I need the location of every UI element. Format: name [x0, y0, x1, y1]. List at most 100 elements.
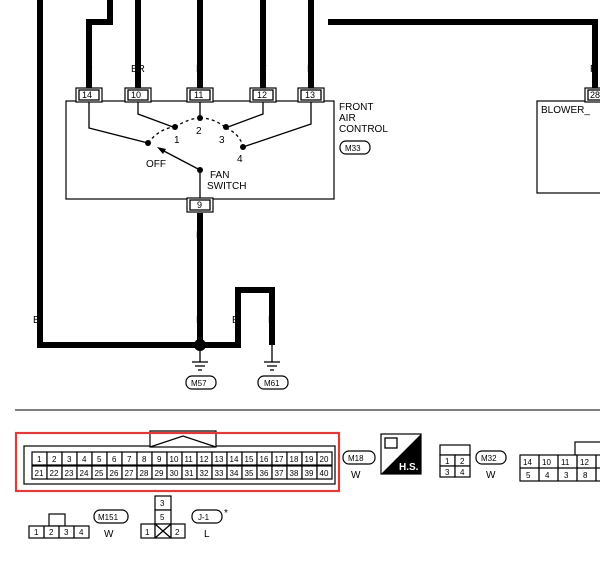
ground-m57: M57 — [185, 339, 217, 390]
m18-pin-label: 39 — [305, 469, 314, 478]
m18-pin-label: 29 — [155, 469, 164, 478]
m18-pin-label: 14 — [230, 455, 239, 464]
m151-pin-1: 1 — [34, 528, 39, 537]
connector-m18-color: W — [351, 470, 361, 481]
label-p-right: P — [590, 64, 597, 75]
connector-j1: 3 5 1 2 J-1 * L — [140, 495, 228, 540]
ground-m57-label: M57 — [191, 379, 207, 388]
m18-pin-label: 32 — [200, 469, 209, 478]
m18-pin-label: 26 — [110, 469, 119, 478]
m32-pin-4: 4 — [460, 468, 465, 477]
m18-pin-cell — [316, 451, 333, 466]
svg-text:12: 12 — [257, 90, 267, 100]
m18-pin-label: 36 — [260, 469, 269, 478]
partial-pin-r1-2: 11 — [561, 458, 570, 467]
connector-m18-id: M18 — [348, 454, 364, 463]
connector-m32-color: W — [486, 470, 496, 481]
component-name-1: FRONT — [339, 102, 373, 113]
m18-pin-cell — [316, 465, 333, 480]
front-air-control: 14 10 11 12 13 9 — [65, 87, 388, 213]
m18-pin-label: 6 — [112, 455, 117, 464]
ground-m61-label: M61 — [264, 379, 280, 388]
connector-m32: 1 2 3 4 M32 W — [439, 444, 507, 481]
m32-pin-1: 1 — [445, 457, 450, 466]
m18-pin-label: 35 — [245, 469, 254, 478]
connector-m32-id: M32 — [481, 454, 497, 463]
pin-10: 10 — [124, 87, 152, 103]
m18-pin-label: 25 — [95, 469, 104, 478]
wire-b-branch — [200, 287, 275, 348]
m18-pin-label: 16 — [260, 455, 269, 464]
m18-pin-label: 7 — [127, 455, 132, 464]
component-name-3: CONTROL — [339, 124, 388, 135]
hs-badge-text: H.S. — [399, 462, 419, 473]
label-p-top: P — [86, 64, 93, 75]
m18-pin-label: 8 — [142, 455, 147, 464]
label-br: BR — [131, 64, 145, 75]
partial-pin-r2-1: 4 — [545, 471, 550, 480]
m18-pin-label: 40 — [320, 469, 329, 478]
partial-pin-r1-0: 14 — [523, 458, 532, 467]
j1-pin-3: 3 — [160, 499, 165, 508]
position-1: 1 — [174, 135, 180, 146]
partial-pin-r2-2: 3 — [564, 471, 569, 480]
m32-pin-2: 2 — [460, 457, 465, 466]
m18-pin-label: 38 — [290, 469, 299, 478]
m18-pin-label: 22 — [50, 469, 59, 478]
label-b-ground-right: B — [268, 315, 275, 326]
m18-pin-label: 19 — [305, 455, 314, 464]
connector-m33-badge — [339, 140, 371, 155]
connector-j1-mark: * — [224, 508, 228, 519]
pin-9: 9 — [186, 197, 214, 213]
position-2: 2 — [196, 126, 202, 137]
label-l: L — [307, 64, 313, 75]
pin-14: 14 — [75, 87, 103, 103]
blower-box — [536, 100, 600, 194]
m18-pin-label: 24 — [80, 469, 89, 478]
m18-pin-label: 23 — [65, 469, 74, 478]
blower-pin-28 — [584, 87, 600, 103]
fan-switch-label-1: FAN — [210, 170, 229, 181]
m18-pin-label: 11 — [185, 455, 194, 464]
connector-m151-id: M151 — [98, 513, 119, 522]
svg-text:10: 10 — [131, 90, 141, 100]
m18-pin-label: 18 — [290, 455, 299, 464]
m18-pin-label: 10 — [170, 455, 179, 464]
connector-m18-highlight — [14, 431, 341, 493]
wires — [37, 0, 598, 348]
m151-pin-3: 3 — [64, 528, 69, 537]
m18-pin-label: 30 — [170, 469, 179, 478]
m18-pin-label: 28 — [140, 469, 149, 478]
label-b-ground-mid: B — [232, 315, 239, 326]
label-y: Y — [260, 64, 267, 75]
m18-pin-label: 1 — [37, 455, 42, 464]
component-name-2: AIR — [339, 113, 356, 124]
pin-11: 11 — [186, 87, 214, 103]
fan-switch-contacts — [88, 102, 312, 198]
wire-p-top — [86, 0, 113, 88]
m18-pin-label: 27 — [125, 469, 134, 478]
label-b-mid: B — [196, 230, 203, 241]
connector-j1-color: L — [204, 529, 210, 540]
pin-12: 12 — [249, 87, 277, 103]
m18-pin-label: 12 — [200, 455, 209, 464]
m151-pin-2: 2 — [49, 528, 54, 537]
wire-left-b — [37, 0, 200, 348]
m18-pin-label: 15 — [245, 455, 254, 464]
m18-pin-label: 37 — [275, 469, 284, 478]
svg-text:14: 14 — [82, 90, 92, 100]
svg-text:11: 11 — [194, 90, 203, 100]
m18-pin-label: 9 — [157, 455, 162, 464]
label-r: R — [196, 64, 203, 75]
position-off: OFF — [146, 159, 166, 170]
partial-pin-r2-3: 8 — [583, 471, 588, 480]
m18-pin-label: 20 — [320, 455, 329, 464]
partial-pin-r1-1: 10 — [542, 458, 551, 467]
m18-pin-label: 5 — [97, 455, 102, 464]
partial-pin-r2-0: 5 — [526, 471, 531, 480]
svg-text:13: 13 — [305, 90, 315, 100]
label-b-ground-left: B — [196, 315, 203, 326]
partial-pin-r1-3: 12 — [580, 458, 589, 467]
